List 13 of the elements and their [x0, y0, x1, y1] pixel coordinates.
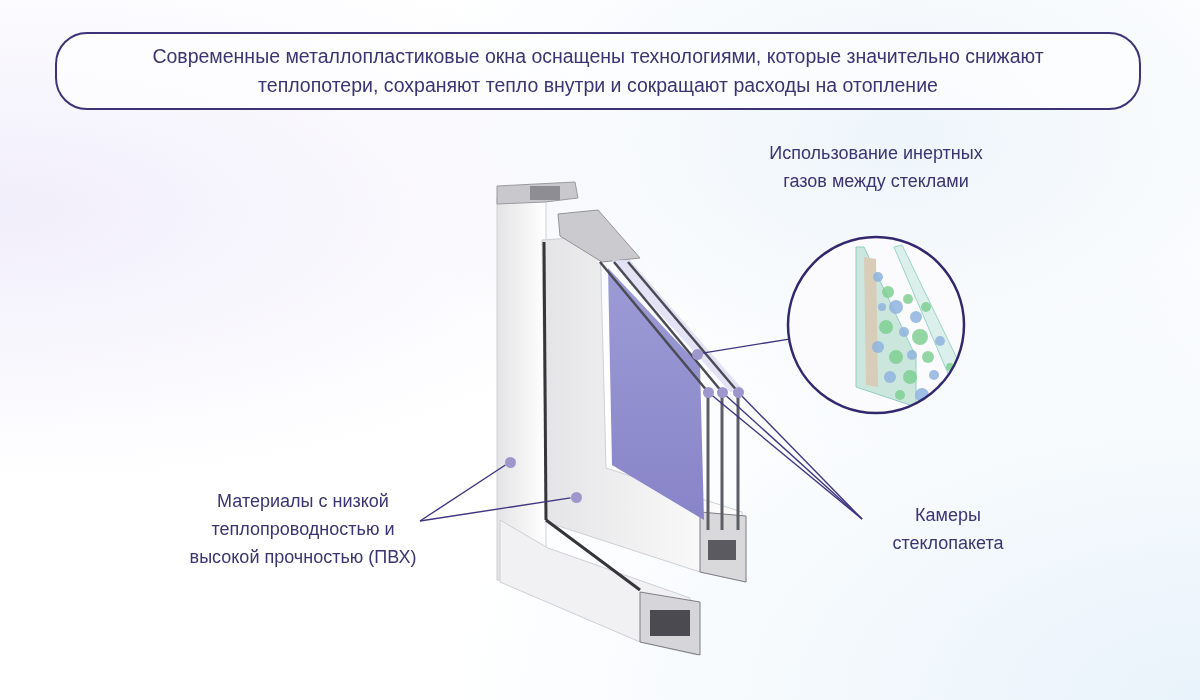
leader-line: [419, 464, 507, 522]
leader-line: [701, 338, 790, 354]
callout-text: Использование инертных газов между стеклами: [768, 142, 984, 193]
callout-text: Материалы с низкой теплопроводностью и высокой прочностью (ПВХ): [188, 490, 418, 569]
marker-dot: [504, 456, 516, 468]
marker-dot: [732, 386, 744, 398]
marker-dot: [702, 386, 714, 398]
leader-line: [419, 497, 572, 522]
callout-text: Камеры стеклопакета: [891, 504, 1005, 555]
heading-text-box: Современные металлопластиковые окна оснащены технологиями, которые значительно снижают теплопотери, сохраняют тепло внутри и сокращают расходы на отопление: [55, 32, 1141, 110]
marker-dot: [691, 348, 703, 360]
marker-dot: [570, 491, 582, 503]
marker-dot: [716, 386, 728, 398]
